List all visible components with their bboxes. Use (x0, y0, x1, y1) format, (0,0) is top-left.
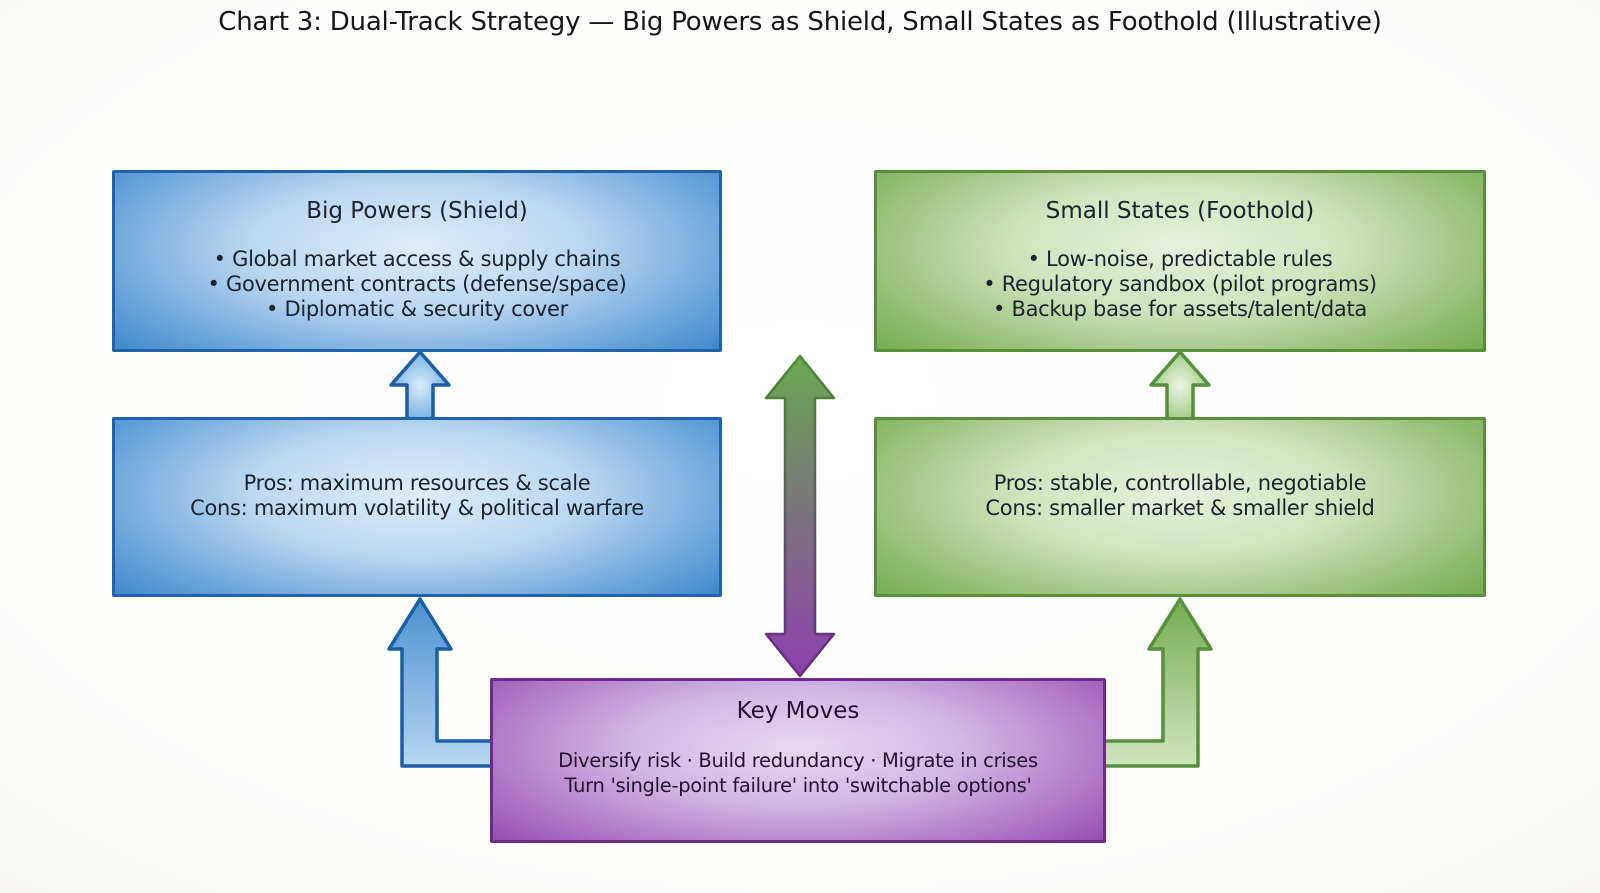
chart-title: Chart 3: Dual-Track Strategy — Big Power… (218, 7, 1382, 37)
blue-elbow-arrow-icon (387, 597, 502, 768)
bullet-item: • Regulatory sandbox (pilot programs) (983, 272, 1377, 296)
cons-line: Cons: maximum volatility & political war… (190, 496, 644, 520)
small-states-heading: Small States (Foothold) (1045, 198, 1315, 224)
key-moves-line: Turn 'single-point failure' into 'switch… (564, 774, 1032, 797)
pros-line: Pros: stable, controllable, negotiable (993, 471, 1367, 495)
key-moves-body: Diversify risk · Build redundancy · Migr… (493, 748, 1103, 798)
double-exchange-arrow-icon (764, 354, 836, 678)
big-powers-tradeoffs-box: Pros: maximum resources & scale Cons: ma… (112, 417, 722, 597)
pros-line: Pros: maximum resources & scale (243, 471, 591, 495)
small-states-tradeoffs-box: Pros: stable, controllable, negotiable C… (874, 417, 1486, 597)
bullet-item: • Diplomatic & security cover (266, 297, 568, 321)
bullet-item: • Government contracts (defense/space) (207, 272, 627, 296)
key-moves-heading: Key Moves (736, 698, 860, 724)
green-up-arrow-icon (1149, 350, 1211, 422)
small-states-box: Small States (Foothold) • Low-noise, pre… (874, 170, 1486, 352)
small-states-bullets: • Low-noise, predictable rules • Regulat… (877, 247, 1483, 322)
blue-up-arrow-icon (389, 350, 451, 422)
cons-line: Cons: smaller market & smaller shield (985, 496, 1375, 520)
bullet-item: • Global market access & supply chains (213, 247, 621, 271)
bullet-item: • Low-noise, predictable rules (1027, 247, 1333, 271)
green-elbow-arrow-icon (1094, 597, 1213, 768)
key-moves-box: Key Moves Diversify risk · Build redunda… (490, 678, 1106, 843)
key-moves-line: Diversify risk · Build redundancy · Migr… (558, 749, 1038, 772)
big-powers-box: Big Powers (Shield) • Global market acce… (112, 170, 722, 352)
big-powers-bullets: • Global market access & supply chains •… (115, 247, 719, 322)
bullet-item: • Backup base for assets/talent/data (993, 297, 1367, 321)
big-powers-heading: Big Powers (Shield) (306, 198, 528, 224)
